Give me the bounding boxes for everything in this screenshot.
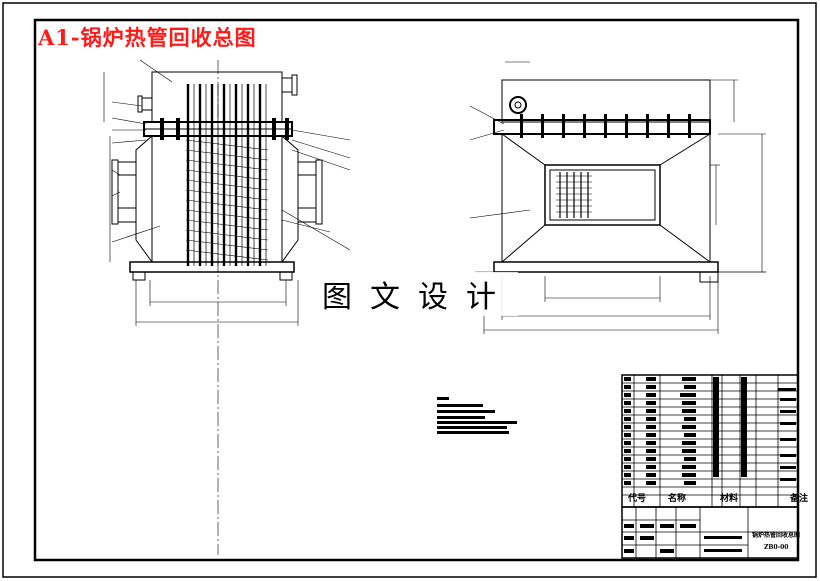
- parts-header-code: 代号: [628, 494, 647, 504]
- title-block-drawing-name: 锅炉热管回收总图: [752, 532, 801, 539]
- parts-header-material: 材料: [720, 494, 739, 504]
- parts-header-name: 名称: [668, 494, 687, 504]
- inner-frame: [33, 18, 800, 562]
- fin-hatch: [185, 139, 269, 261]
- title-block: [621, 506, 799, 559]
- parts-list-entries: [624, 377, 796, 485]
- heat-pipes: [186, 84, 262, 266]
- title-block-entries: [624, 524, 742, 553]
- front-view: [103, 59, 351, 555]
- side-view: [469, 61, 766, 334]
- title-block-drawing-code: ZB0-00: [764, 544, 789, 551]
- watermark-text: 图文设计: [318, 272, 518, 316]
- drawing-title: A1-锅炉热管回收总图: [38, 25, 257, 50]
- parts-list: [621, 374, 799, 508]
- parts-header-remarks: 备注: [790, 494, 809, 504]
- inlet-port: [509, 96, 527, 114]
- technical-notes: [437, 397, 517, 434]
